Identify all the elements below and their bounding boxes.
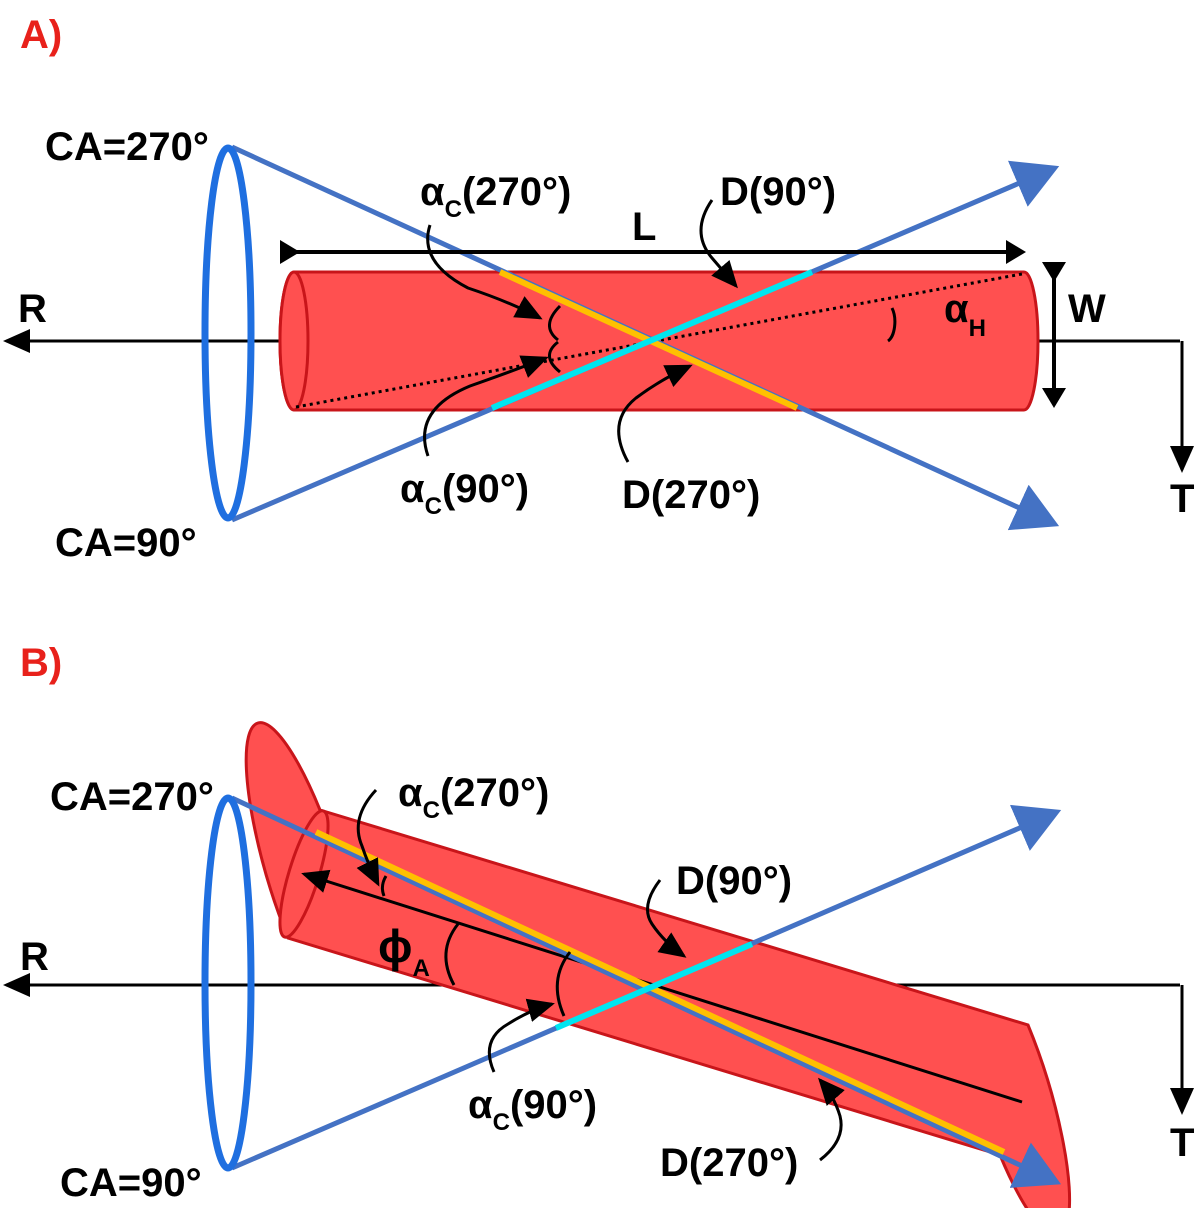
alpha-c-90-label-a: αC(90°) [400,467,529,520]
alpha-c-270-pointer-a [426,224,543,320]
d-90-pointer-b [646,879,687,958]
panel-b-label: B) [20,641,62,685]
d-270-pointer-b [818,1077,845,1162]
d-90-label-a: D(90°) [720,170,836,214]
segment-d90-a [490,269,814,411]
alpha-c-90-arc-a [548,340,561,374]
panel-a-label: A) [20,13,62,57]
alpha-c-90-label-b: αC(90°) [468,1083,597,1136]
length-label: L [632,205,656,249]
ca-270-label-b: CA=270° [50,775,214,819]
alpha-c-90-pointer-a [423,355,549,457]
d-270-label-a: D(270°) [622,473,760,517]
d-90-pointer-a [699,199,738,289]
alpha-c-270-pointer-b [356,788,380,887]
axis-t-label-a: T [1170,477,1194,521]
cone-base-ellipse-a [201,144,255,522]
alpha-c-270-arc-b [380,875,388,897]
d-90-label-b: D(90°) [676,859,792,903]
axis-t-label-b: T [1170,1121,1194,1165]
panel-a: A) CA=270° CA=90° R T L W αH [3,13,1194,565]
cylinder-axis-b [301,869,1023,1104]
alpha-c-90-pointer-b [487,998,555,1073]
axis-r-label-a: R [18,287,47,331]
segment-d90-b [554,941,754,1031]
alpha-c-90-arc-b [555,951,572,1017]
d-270-label-b: D(270°) [660,1141,798,1185]
panel-b: B) CA=270° CA=90° R T ϕA αC(270°) [3,641,1194,1208]
axis-r-label-b: R [20,935,49,979]
ca-270-label-a: CA=270° [45,125,209,169]
d-270-pointer-a [617,364,693,463]
width-label: W [1068,287,1106,331]
alpha-c-270-label-b: αC(270°) [398,771,549,824]
ca-90-label-a: CA=90° [55,521,197,565]
cone-base-ellipse-b [201,794,255,1172]
alpha-c-270-arc-a [548,304,562,342]
alpha-c-270-label-a: αC(270°) [420,170,571,223]
alpha-h-label: αH [944,287,986,342]
alpha-h-arc [887,307,897,343]
segment-d270-b [314,829,1006,1155]
phi-a-label: ϕA [378,920,430,982]
phi-a-arc [444,923,460,986]
ca-90-label-b: CA=90° [60,1161,202,1205]
